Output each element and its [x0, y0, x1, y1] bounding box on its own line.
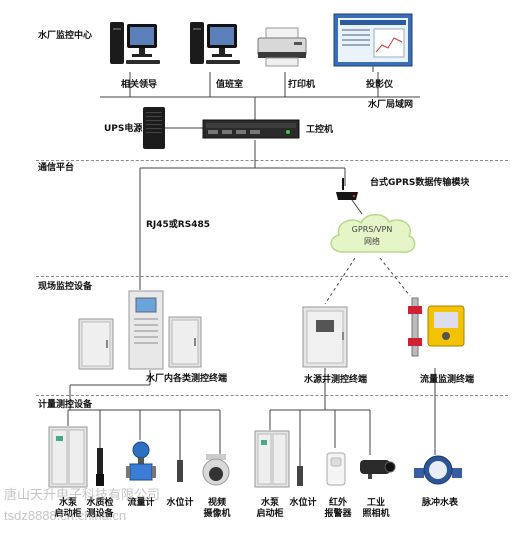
flow-monitor-icon — [408, 297, 465, 357]
water-level-gauge-icon — [297, 448, 303, 486]
device-label: 视频摄像机 — [203, 498, 231, 519]
leaders-label: 相关领导 — [121, 80, 158, 90]
projector-screen-icon — [333, 13, 413, 72]
duty-room-label: 值班室 — [216, 80, 244, 90]
computer-icon — [110, 22, 160, 64]
device-label: 工业照相机 — [362, 498, 390, 519]
device-label: 流量计 — [127, 498, 155, 508]
device-label: 水位计 — [289, 498, 317, 508]
device-label: 水泵启动柜 — [54, 498, 82, 519]
watermark-company: 唐山天升电子科技有限公司 — [4, 487, 161, 502]
device-label: 脉冲水表 — [421, 498, 458, 508]
device-label: 水位计 — [166, 498, 194, 508]
pulse-water-meter-icon — [414, 455, 462, 485]
water-level-gauge-icon — [177, 440, 183, 482]
industrial-camera-icon — [360, 460, 396, 479]
device-label: 水质检测设备 — [86, 498, 114, 519]
control-cabinet-icon — [168, 316, 202, 368]
plant-terminals-label: 水厂内各类测控终端 — [146, 374, 228, 384]
separator-line — [36, 395, 508, 396]
printer-icon — [257, 27, 307, 67]
separator-line — [36, 160, 508, 161]
rs485-label: RJ45或RS485 — [146, 220, 211, 230]
well-terminal-icon — [302, 306, 348, 368]
water-quality-sensor-icon — [96, 448, 104, 486]
device-label: 红外报警器 — [324, 498, 352, 519]
device-label: 水泵启动柜 — [256, 498, 284, 519]
pump-cabinet-icon — [48, 426, 88, 488]
watermark-url: tsdz8888.cn.china.cn — [4, 508, 127, 523]
flow-terminal-label: 流量监测终端 — [420, 375, 475, 385]
gprs-modem-icon — [336, 178, 358, 200]
flow-meter-icon — [126, 441, 156, 481]
cloud-label-line1: GPRS/VPN — [351, 225, 393, 234]
control-cabinet-icon — [78, 318, 114, 370]
video-camera-icon — [202, 454, 230, 486]
section-control-center: 水厂监控中心 — [38, 31, 93, 41]
well-terminal-label: 水源井测控终端 — [304, 375, 368, 385]
control-panel-icon — [128, 290, 164, 370]
ups-label: UPS电源 — [104, 124, 143, 134]
industrial-pc-icon — [202, 119, 300, 139]
ups-icon — [143, 107, 165, 149]
separator-line — [36, 276, 508, 277]
cloud-label-line2: 网络 — [364, 237, 380, 246]
infrared-alarm-icon — [326, 452, 346, 486]
section-comm-platform: 通信平台 — [38, 163, 75, 173]
section-metering: 计量测控设备 — [38, 400, 93, 410]
computer-icon — [190, 22, 240, 64]
section-field-monitor: 现场监控设备 — [38, 282, 93, 292]
ipc-label: 工控机 — [306, 125, 334, 135]
projector-label: 投影仪 — [366, 80, 394, 90]
printer-label: 打印机 — [288, 80, 316, 90]
pump-cabinet-icon — [254, 430, 290, 488]
gprs-module-label: 台式GPRS数据传输模块 — [370, 178, 470, 188]
cloud-network-icon — [330, 213, 416, 253]
lan-label: 水厂局域网 — [368, 100, 414, 110]
